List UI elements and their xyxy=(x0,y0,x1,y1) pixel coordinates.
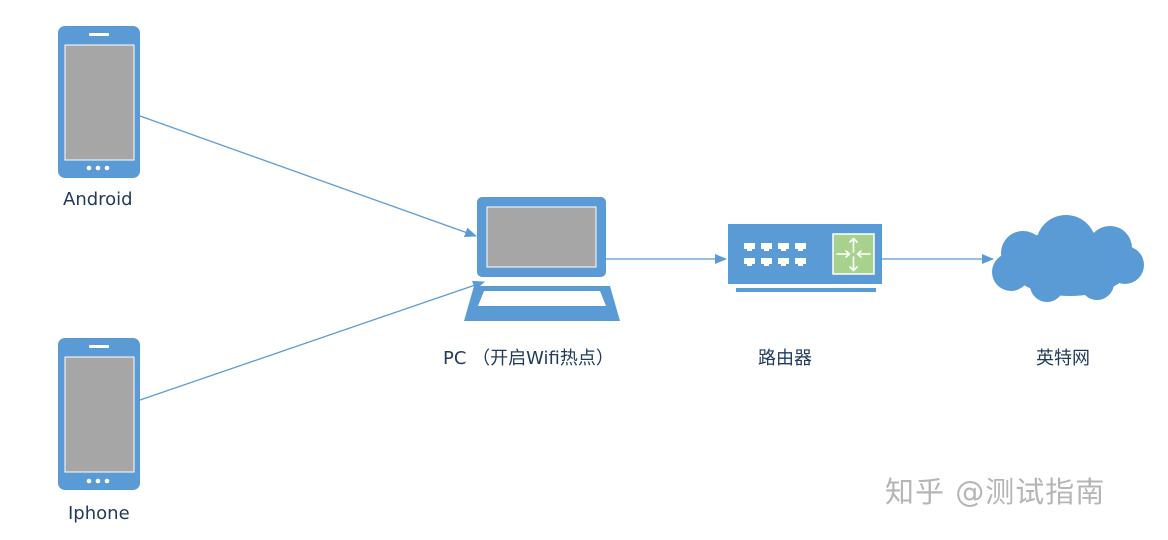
edge-android-to-pc xyxy=(139,115,477,238)
iphone-phone-icon xyxy=(58,338,140,490)
iphone-label: Iphone xyxy=(68,503,130,524)
edge-iphone-to-pc xyxy=(139,280,485,401)
laptop-icon xyxy=(464,197,620,321)
router-label: 路由器 xyxy=(758,348,812,369)
android-label: Android xyxy=(63,189,133,210)
android-phone-icon xyxy=(58,26,140,178)
watermark: 知乎 @测试指南 xyxy=(885,475,1106,509)
internet-label: 英特网 xyxy=(1036,348,1090,369)
pc-label: PC （开启Wifi热点） xyxy=(443,348,614,369)
cloud-icon xyxy=(992,215,1144,302)
router-icon xyxy=(728,224,882,292)
